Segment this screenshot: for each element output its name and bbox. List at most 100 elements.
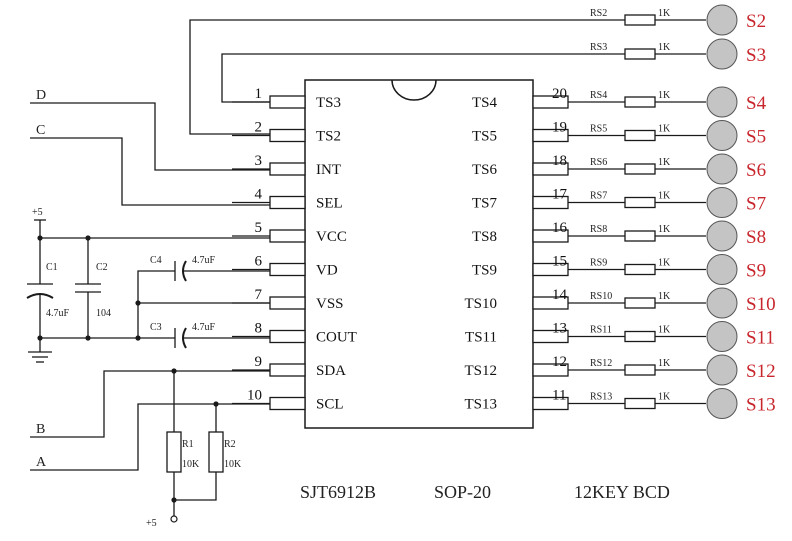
- c4-label: C4: [150, 255, 162, 266]
- net-b-label: B: [36, 422, 45, 437]
- ground-symbol: [28, 351, 52, 363]
- c3-value: 4.7uF: [192, 322, 216, 333]
- pin-name: VCC: [316, 229, 347, 245]
- touch-pad-icon: [706, 38, 738, 70]
- wire-ts2: [189, 19, 592, 135]
- pin-number: 6: [255, 254, 263, 270]
- pin-name: SCL: [316, 397, 344, 413]
- junction-gnd-c3: [135, 335, 141, 341]
- resistor-label: RS9: [590, 258, 607, 269]
- right-pins: 20TS419TS518TS617TS716TS815TS914TS1013TS…: [464, 86, 625, 413]
- touch-pad-icon: [706, 354, 738, 386]
- pin-pad: [269, 128, 306, 143]
- switch-label: S10: [746, 294, 776, 315]
- resistor-body: [624, 263, 656, 276]
- r2-label: R2: [224, 439, 236, 450]
- resistor-body: [624, 48, 656, 60]
- pin-number: 4: [255, 187, 263, 203]
- ic-notch: [391, 79, 437, 101]
- caption-mode: 12KEY BCD: [574, 482, 670, 502]
- junction-pullup: [171, 497, 177, 503]
- pin-name: INT: [316, 162, 341, 178]
- pin-pad: [269, 296, 306, 310]
- resistor-label: RS6: [590, 157, 607, 168]
- pin-name: TS10: [464, 296, 497, 312]
- pin-number: 7: [255, 287, 263, 303]
- resistor-label: RS11: [590, 325, 612, 336]
- pin-6: 6VD: [232, 254, 338, 279]
- resistor-value: 1K: [658, 325, 671, 336]
- pin-number: 17: [552, 187, 568, 203]
- pin-number: 2: [255, 120, 263, 136]
- touch-pad-icon: [706, 254, 738, 285]
- resistor-body: [624, 129, 656, 142]
- touch-pad-icon: [706, 153, 738, 185]
- pin-name: VD: [316, 263, 338, 279]
- resistor-value: 1K: [658, 224, 671, 235]
- pin-name: VSS: [316, 296, 344, 312]
- plus5-top-label: +5: [32, 207, 43, 218]
- touch-pad-icon: [706, 187, 738, 218]
- junction-gnd-c2: [85, 335, 91, 341]
- c1-value: 4.7uF: [46, 308, 70, 319]
- resistor-value: 1K: [658, 157, 671, 168]
- pin-number: 18: [552, 153, 567, 169]
- junction-gnd: [37, 335, 43, 341]
- pin-name: TS9: [472, 263, 497, 279]
- resistor-label: RS12: [590, 358, 612, 369]
- touch-pad-icon: [706, 287, 738, 319]
- resistor-body: [624, 397, 656, 410]
- left-pins: 1TS32TS23INT4SEL5VCC6VD7VSS8COUT9SDA10SC…: [232, 86, 357, 413]
- resistor-label: RS3: [590, 42, 607, 53]
- c1-label: C1: [46, 262, 58, 273]
- caption-part: SJT6912B: [300, 482, 376, 502]
- touch-pad-icon: [706, 86, 738, 118]
- switch-label: S9: [746, 261, 766, 282]
- pin-name: TS6: [472, 162, 498, 178]
- resistor-label: RS13: [590, 392, 612, 403]
- switch-label: S5: [746, 127, 766, 148]
- pin-name: SDA: [316, 363, 346, 379]
- switch-label: S13: [746, 395, 776, 416]
- resistor-label: RS2: [590, 8, 607, 19]
- pin-pad: [269, 229, 306, 243]
- plus5-bottom-label: +5: [146, 518, 157, 529]
- ic-body: [304, 79, 534, 429]
- resistor-label: RS4: [590, 90, 607, 101]
- pin-number: 3: [255, 153, 263, 169]
- r1-value: 10K: [182, 459, 200, 470]
- pin-name: TS11: [465, 330, 497, 346]
- pin-number: 20: [552, 86, 567, 102]
- resistor-value: 1K: [658, 191, 671, 202]
- ic-chip: [304, 79, 534, 429]
- pin-number: 12: [552, 354, 567, 370]
- pin-number: 19: [552, 120, 567, 136]
- touch-pad-icon: [706, 388, 738, 419]
- pin-name: TS4: [472, 95, 498, 111]
- resistor-body: [624, 330, 656, 343]
- pin-name: TS12: [464, 363, 497, 379]
- resistor-body: [624, 297, 656, 309]
- pin-pad: [269, 396, 306, 411]
- pin-pad: [269, 162, 306, 176]
- pin-number: 14: [552, 287, 568, 303]
- resistor-value: 1K: [658, 291, 671, 302]
